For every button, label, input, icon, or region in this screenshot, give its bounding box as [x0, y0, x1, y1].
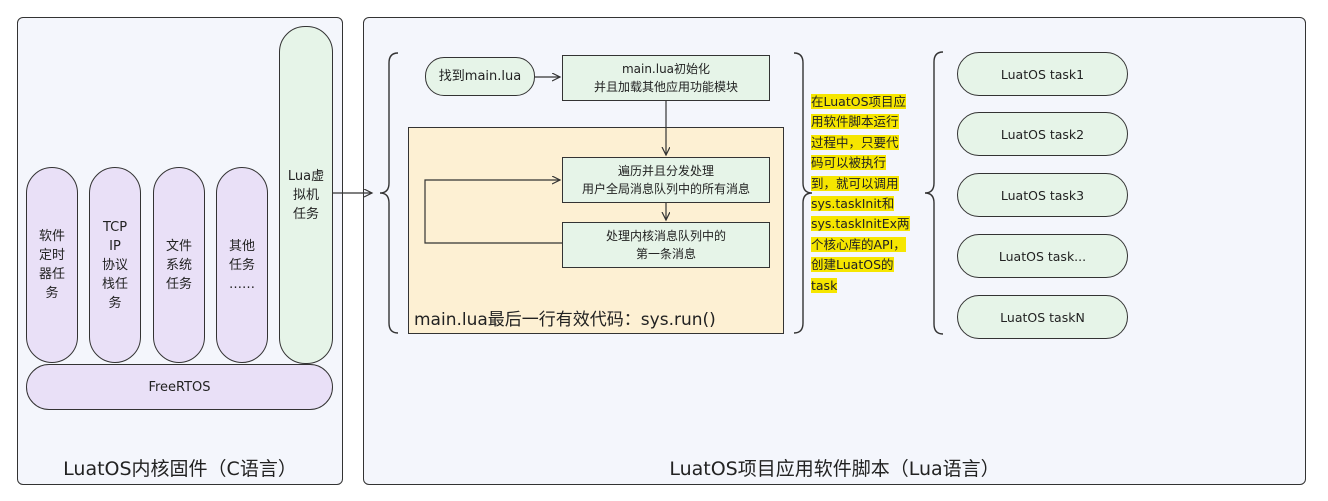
note-line-5: 到，就可以调用 — [811, 175, 899, 191]
script-title: LuatOS项目应用软件脚本（Lua语言） — [669, 458, 1000, 480]
note-line-6: sys.taskInit和 — [811, 196, 895, 212]
note-line-4: 码可以被执行 — [811, 155, 887, 171]
dispatch-node: 遍历并且分发处理 用户全局消息队列中的所有消息 — [562, 157, 770, 203]
find-main-node: 找到main.lua — [425, 57, 535, 96]
note-line-3: 过程中，只要代 — [811, 134, 899, 150]
note-line-9: 创建LuatOS的 — [811, 257, 894, 273]
luatos-task-1: LuatOS task1 — [957, 52, 1128, 96]
sys-run-label: main.lua最后一行有效代码：sys.run() — [414, 310, 716, 330]
note-line-10: task — [811, 277, 838, 293]
note-line-2: 用软件脚本运行 — [811, 114, 899, 130]
luatos-task-more: LuatOS task... — [957, 234, 1128, 278]
task-creation-note: 在LuatOS项目应 用软件脚本运行 过程中，只要代 码可以被执行 到，就可以调… — [811, 92, 921, 296]
lua-vm-task: Lua虚 拟机 任务 — [279, 26, 333, 364]
kernel-title: LuatOS内核固件（C语言） — [63, 458, 297, 480]
other-tasks: 其他 任务 …… — [216, 167, 268, 363]
note-line-7: sys.taskInitEx两 — [811, 216, 910, 232]
init-main-node: main.lua初始化 并且加载其他应用功能模块 — [562, 55, 770, 101]
process-node: 处理内核消息队列中的 第一条消息 — [562, 222, 770, 268]
timer-task: 软件 定时 器任 务 — [26, 167, 78, 363]
filesystem-task: 文件 系统 任务 — [153, 167, 205, 363]
note-line-1: 在LuatOS项目应 — [811, 94, 907, 109]
luatos-task-3: LuatOS task3 — [957, 173, 1128, 217]
freertos-bar: FreeRTOS — [26, 364, 333, 410]
luatos-task-2: LuatOS task2 — [957, 112, 1128, 156]
luatos-task-n: LuatOS taskN — [957, 295, 1128, 339]
tcpip-task: TCP IP 协议 栈任 务 — [89, 167, 141, 363]
note-line-8: 个核心库的API， — [811, 236, 906, 252]
